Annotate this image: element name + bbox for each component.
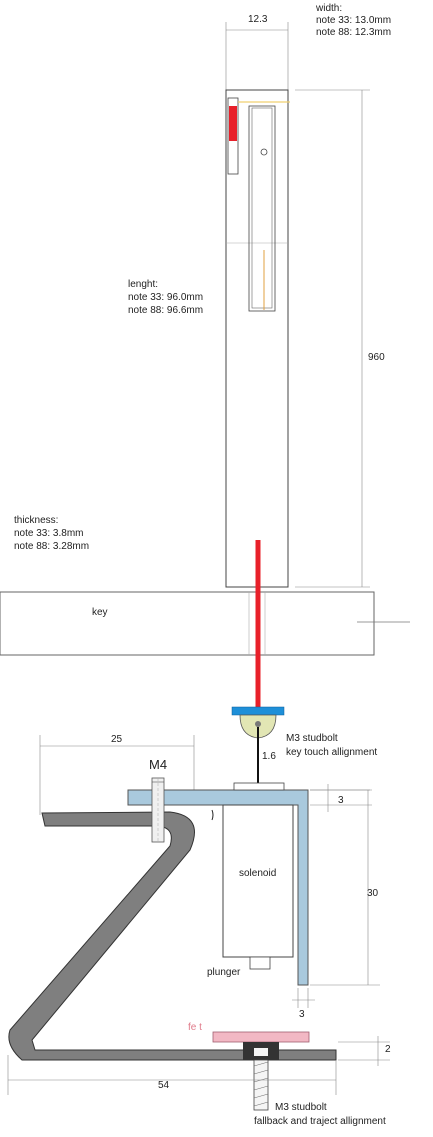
length-note-line: note 88: 96.6mm (128, 305, 204, 316)
width-note-line: width: (316, 3, 343, 14)
gap-dim-label: 1.6 (262, 751, 276, 762)
m4-label: M4 (149, 757, 168, 772)
base-width-label: 54 (158, 1080, 170, 1091)
solenoid-height-dimension (310, 789, 380, 986)
thickness-note-line: note 88: 3.28mm (14, 541, 90, 552)
top-width-label: 12.3 (248, 14, 268, 25)
bottom-studbolt (243, 1042, 279, 1111)
width-note-line: note 33: 13.0mm (316, 15, 392, 26)
length-dimension (295, 89, 370, 588)
thickness-note-line: thickness: (14, 515, 59, 526)
solenoid (222, 804, 294, 970)
arm-thickness-dimension (292, 988, 315, 1008)
m4-bolt (151, 777, 165, 843)
solenoid-height-label: 30 (367, 888, 379, 899)
top-width-dimension (225, 22, 289, 92)
pivot-hole (260, 148, 268, 156)
arm-thickness-label: 3 (299, 1009, 305, 1020)
base-thickness-dimension (338, 1036, 390, 1066)
hammer-body (225, 89, 290, 588)
length-dim-label: 960 (368, 352, 385, 363)
spring-frame (8, 811, 337, 1061)
base-width-dimension (7, 1055, 337, 1095)
felt-pad (212, 1031, 310, 1043)
studbolt-top-line: M3 studbolt (286, 733, 338, 744)
base-thickness-label: 2 (385, 1044, 391, 1055)
solenoid-label: solenoid (239, 868, 277, 879)
length-note-line: lenght: (128, 279, 159, 290)
studbolt-bottom-line: M3 studbolt (275, 1102, 327, 1113)
bracket-thickness-label: 3 (338, 795, 344, 806)
plunger-label: plunger (207, 967, 241, 978)
width-note-line: note 88: 12.3mm (316, 27, 392, 38)
length-note-line: note 33: 96.0mm (128, 292, 204, 303)
red-mark (229, 106, 237, 141)
studbolt-top-line: key touch allignment (286, 747, 378, 758)
bracket-width-dimension (39, 735, 195, 815)
l-bracket (127, 782, 309, 986)
bracket-width-label: 25 (111, 734, 123, 745)
studbolt-bottom-line: fallback and traject allignment (254, 1116, 386, 1127)
key-label: key (92, 607, 108, 618)
thickness-note-line: note 33: 3.8mm (14, 528, 84, 539)
key (0, 591, 410, 656)
felt-label: fe t (188, 1022, 202, 1033)
